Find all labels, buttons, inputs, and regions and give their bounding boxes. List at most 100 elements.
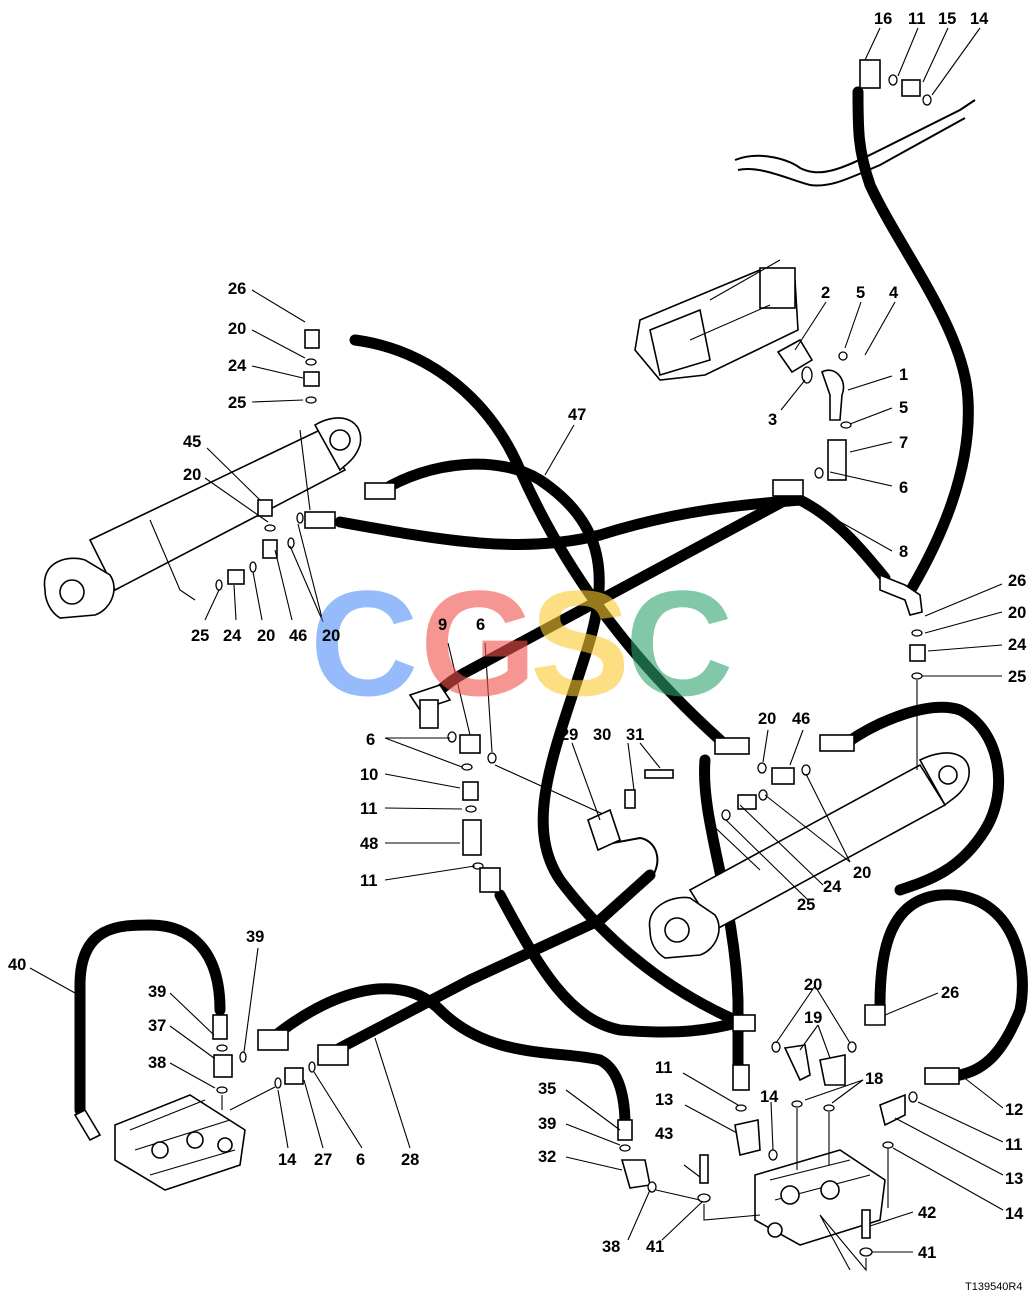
watermark-letter: C: [310, 559, 418, 727]
callout-8: 8: [899, 543, 908, 561]
hose-47: [374, 458, 741, 1026]
callout-20: 20: [1008, 604, 1026, 622]
callout-9: 9: [438, 616, 447, 634]
callout-40: 40: [8, 956, 26, 974]
hose-right-loop: [842, 701, 1005, 896]
tubes: [601, 99, 976, 881]
pump-assembly: [634, 259, 845, 421]
tube-middle: [601, 836, 659, 881]
reference-code: T139540R4: [965, 1281, 1023, 1293]
hoses: [74, 86, 1028, 1131]
callout-5: 5: [899, 399, 908, 417]
callout-38: 38: [602, 1238, 620, 1256]
callout-14: 14: [278, 1151, 297, 1169]
callout-15: 15: [938, 10, 956, 28]
callout-20: 20: [758, 710, 776, 728]
callout-24: 24: [223, 627, 242, 645]
callout-39: 39: [246, 928, 264, 946]
valve-left: [114, 1094, 246, 1191]
callout-labels: 16 11 15 14 26 20 24 25 45 20 25 24 20 4…: [8, 10, 1027, 1262]
callout-11: 11: [655, 1059, 672, 1077]
leader-lines: [29, 27, 1004, 1253]
callout-30: 30: [593, 726, 611, 744]
callout-5: 5: [856, 284, 865, 302]
callout-20: 20: [228, 320, 246, 338]
hose-12: [874, 889, 1028, 1081]
callout-20: 20: [804, 976, 822, 994]
callout-14: 14: [970, 10, 989, 28]
callout-31: 31: [626, 726, 644, 744]
callout-39: 39: [538, 1115, 556, 1133]
callout-20: 20: [853, 864, 871, 882]
callout-27: 27: [314, 1151, 332, 1169]
tube-top: [734, 99, 976, 174]
watermark: C G S C: [310, 559, 733, 727]
callout-4: 4: [889, 284, 899, 302]
callout-26: 26: [1008, 572, 1026, 590]
hose-48: [494, 889, 746, 1038]
callout-26: 26: [228, 280, 246, 298]
cylinder-right: [648, 752, 970, 959]
callout-39: 39: [148, 983, 166, 1001]
callout-16: 16: [874, 10, 892, 28]
callout-11: 11: [1005, 1136, 1022, 1154]
tube-top-inner: [737, 117, 966, 187]
watermark-letter: S: [530, 559, 630, 727]
callout-28: 28: [401, 1151, 419, 1169]
callout-2: 2: [821, 284, 830, 302]
callout-29: 29: [560, 726, 578, 744]
callout-20: 20: [183, 466, 201, 484]
callout-24: 24: [228, 357, 247, 375]
callout-24: 24: [1008, 636, 1027, 654]
callout-12: 12: [1005, 1101, 1023, 1119]
callout-10: 10: [360, 766, 378, 784]
callout-11: 11: [360, 872, 377, 890]
callout-6: 6: [366, 731, 375, 749]
callout-42: 42: [918, 1204, 936, 1222]
callout-47: 47: [568, 406, 586, 424]
callout-14: 14: [1005, 1205, 1024, 1223]
callout-3: 3: [768, 411, 777, 429]
watermark-letter: G: [420, 559, 537, 727]
callout-41: 41: [918, 1244, 936, 1262]
hose-8: [334, 494, 891, 584]
callout-6: 6: [356, 1151, 365, 1169]
callout-14: 14: [760, 1088, 779, 1106]
callout-46: 46: [289, 627, 307, 645]
callout-1: 1: [899, 366, 908, 384]
callout-18: 18: [865, 1070, 883, 1088]
callout-48: 48: [360, 835, 378, 853]
callout-32: 32: [538, 1148, 556, 1166]
callout-25: 25: [797, 896, 815, 914]
hose-16: [852, 86, 974, 594]
callout-11: 11: [360, 800, 377, 818]
hose-35: [264, 983, 631, 1131]
callout-25: 25: [228, 394, 246, 412]
valve-bottom: [754, 1149, 886, 1246]
callout-38: 38: [148, 1054, 166, 1072]
hose-40: [74, 919, 226, 1116]
callout-25: 25: [191, 627, 209, 645]
callout-43: 43: [655, 1125, 673, 1143]
callout-41: 41: [646, 1238, 664, 1256]
hose-11-vertical: [699, 754, 744, 1071]
callout-25: 25: [1008, 668, 1026, 686]
callout-37: 37: [148, 1017, 166, 1035]
callout-45: 45: [183, 433, 201, 451]
callout-11: 11: [908, 10, 925, 28]
callout-6: 6: [899, 479, 908, 497]
fittings: [73, 59, 960, 1272]
callout-13: 13: [1005, 1170, 1023, 1188]
callout-46: 46: [792, 710, 810, 728]
callout-35: 35: [538, 1080, 556, 1098]
callout-6: 6: [476, 616, 485, 634]
callout-26: 26: [941, 984, 959, 1002]
callout-19: 19: [804, 1009, 822, 1027]
callout-20: 20: [257, 627, 275, 645]
callout-7: 7: [899, 434, 908, 452]
callout-20: 20: [322, 627, 340, 645]
callout-24: 24: [823, 878, 842, 896]
cylinder-left: [43, 417, 362, 619]
